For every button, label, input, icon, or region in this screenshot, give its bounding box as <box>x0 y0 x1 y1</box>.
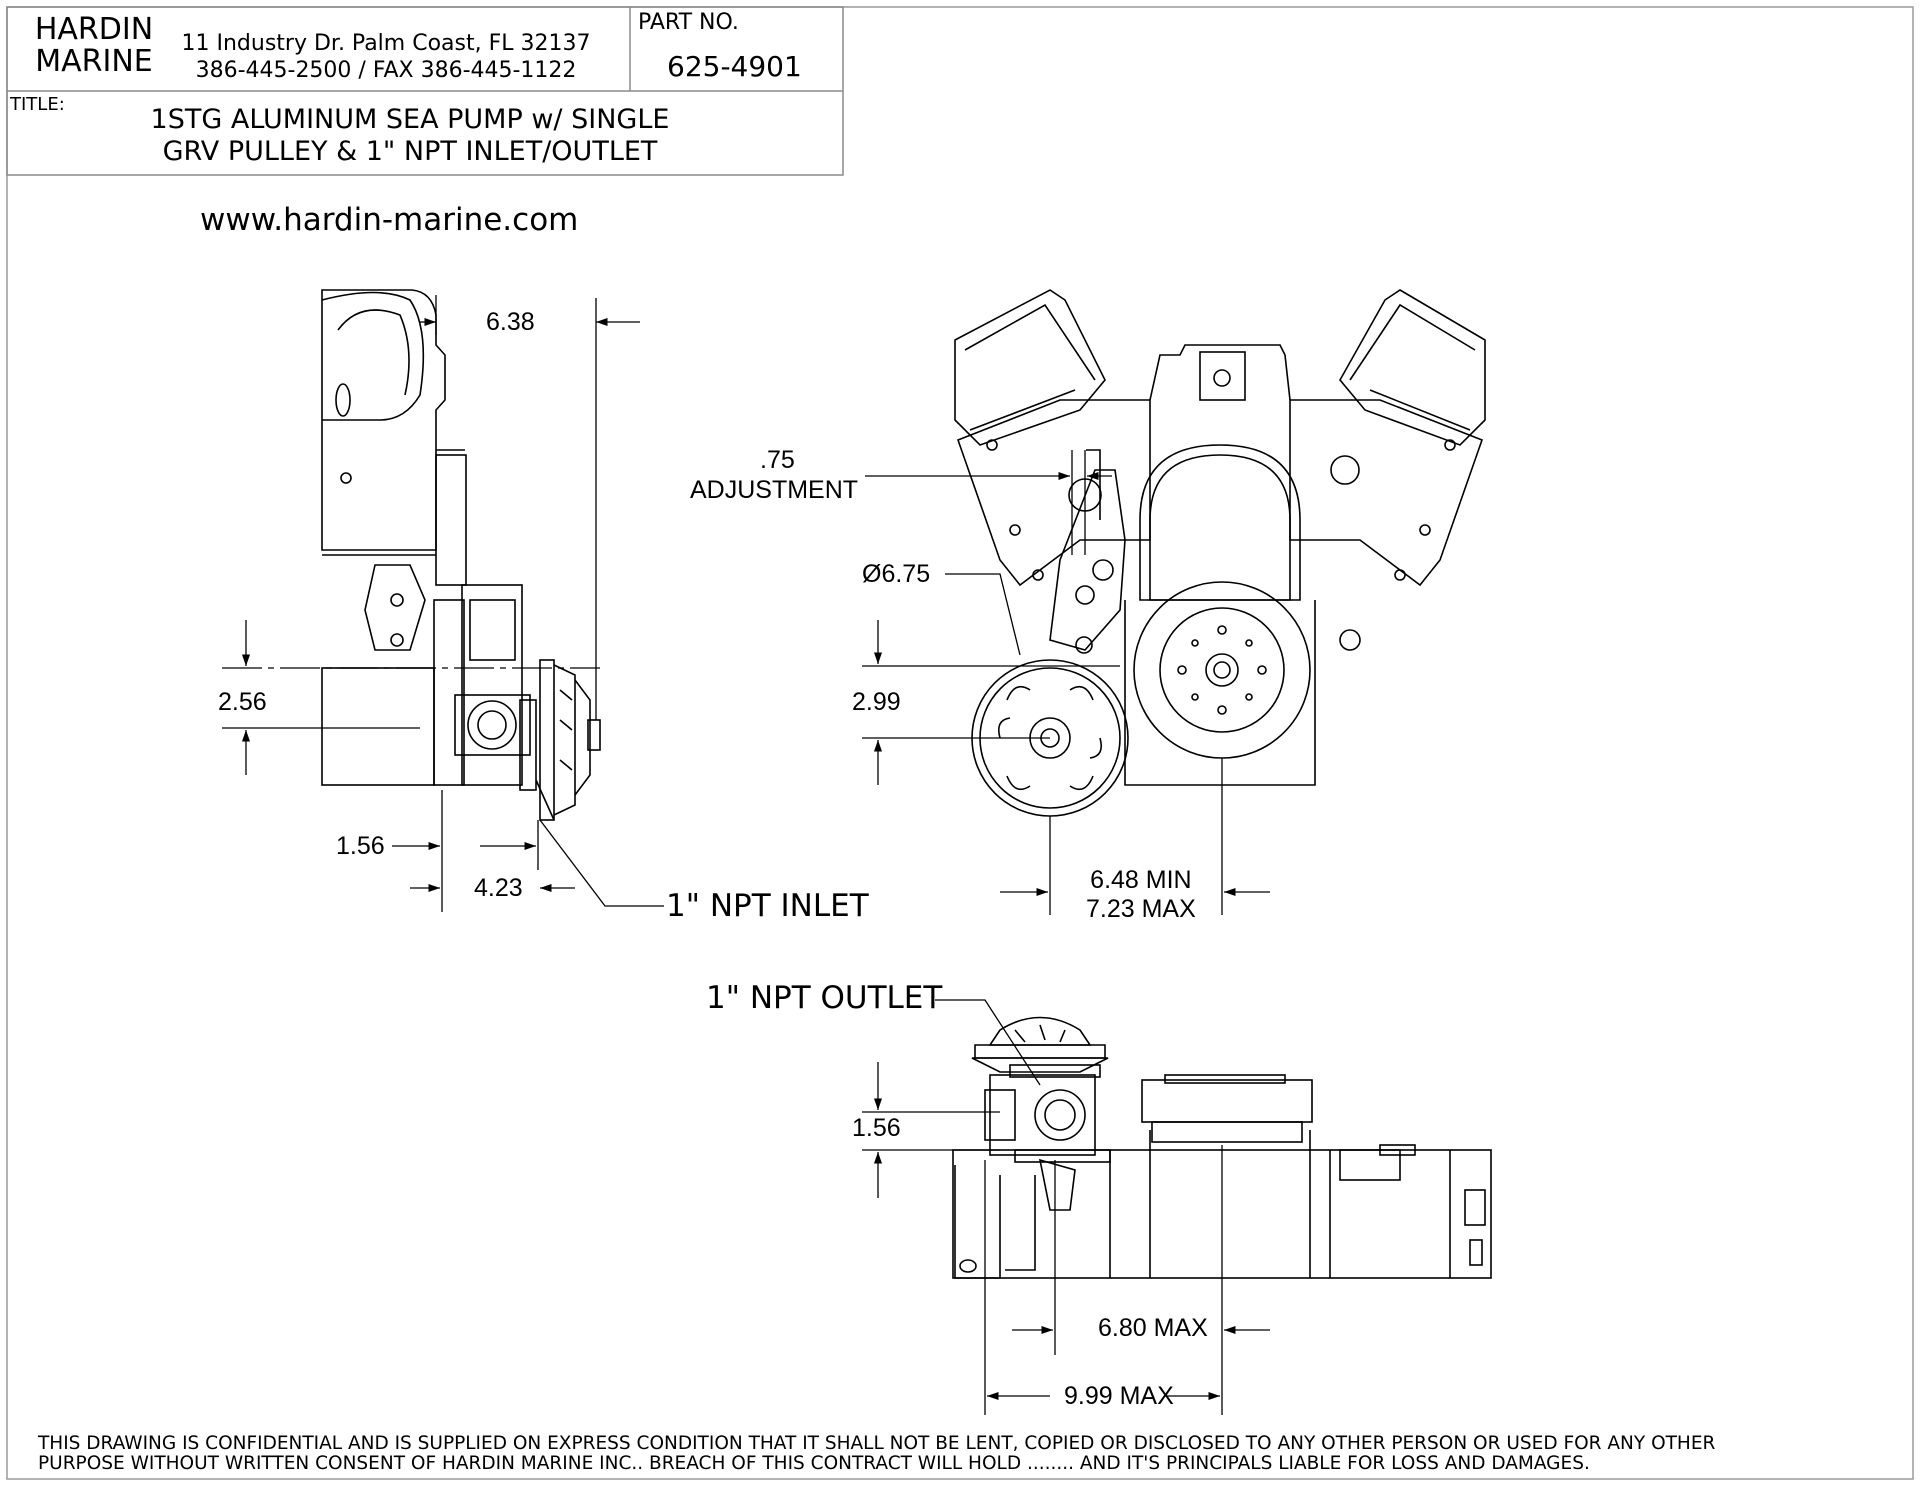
title-label: TITLE: <box>10 94 65 115</box>
inlet-callout: 1" NPT INLET <box>666 888 869 924</box>
side-view <box>321 289 601 821</box>
dim-front-width-max: 7.23 MAX <box>1086 895 1196 923</box>
company-name: HARDIN MARINE <box>28 14 160 78</box>
title-block-frame <box>6 6 844 176</box>
notice-line2: PURPOSE WITHOUT WRITTEN CONSENT OF HARDI… <box>38 1453 1590 1474</box>
sheet-border <box>6 6 1914 1480</box>
website[interactable]: www.hardin-marine.com <box>200 202 579 238</box>
address-line1: 11 Industry Dr. Palm Coast, FL 32137 <box>181 31 591 56</box>
dim-side-top: 6.38 <box>486 308 535 336</box>
side-view-dimensions <box>222 295 664 912</box>
dim-top-width-1: 6.80 MAX <box>1098 1314 1208 1342</box>
notice-line1: THIS DRAWING IS CONFIDENTIAL AND IS SUPP… <box>38 1433 1716 1454</box>
dim-side-depth: 4.23 <box>474 874 523 902</box>
front-view <box>954 289 1486 817</box>
dim-front-width-min: 6.48 MIN <box>1090 866 1192 894</box>
company-name-line2: MARINE <box>35 44 153 79</box>
dim-front-height: 2.99 <box>852 688 901 716</box>
title-line2: GRV PULLEY & 1" NPT INLET/OUTLET <box>162 136 658 167</box>
part-no-value: 625-4901 <box>667 50 802 83</box>
part-no-label: PART NO. <box>638 10 739 35</box>
pulley-diameter: Ø6.75 <box>862 560 931 588</box>
dim-top-height: 1.56 <box>852 1114 901 1142</box>
drawing-title: 1STG ALUMINUM SEA PUMP w/ SINGLE GRV PUL… <box>90 104 730 168</box>
confidentiality-notice: THIS DRAWING IS CONFIDENTIAL AND IS SUPP… <box>38 1434 1715 1474</box>
adjustment-label: ADJUSTMENT <box>690 476 859 504</box>
front-view-dimensions <box>862 450 1270 915</box>
dim-top-width-2: 9.99 MAX <box>1064 1382 1174 1410</box>
adjustment-value: .75 <box>760 446 795 474</box>
dim-side-offset: 1.56 <box>336 832 385 860</box>
address-line2: 386-445-2500 / FAX 386-445-1122 <box>195 58 577 83</box>
top-view-dimensions <box>862 999 1270 1415</box>
dim-front-width: 6.48 MIN 7.23 MAX <box>1086 866 1196 924</box>
title-line1: 1STG ALUMINUM SEA PUMP w/ SINGLE <box>150 104 670 135</box>
dim-side-height: 2.56 <box>218 688 267 716</box>
company-address: 11 Industry Dr. Palm Coast, FL 32137 386… <box>176 30 596 84</box>
company-name-line1: HARDIN <box>34 12 154 47</box>
outlet-callout: 1" NPT OUTLET <box>706 980 943 1016</box>
